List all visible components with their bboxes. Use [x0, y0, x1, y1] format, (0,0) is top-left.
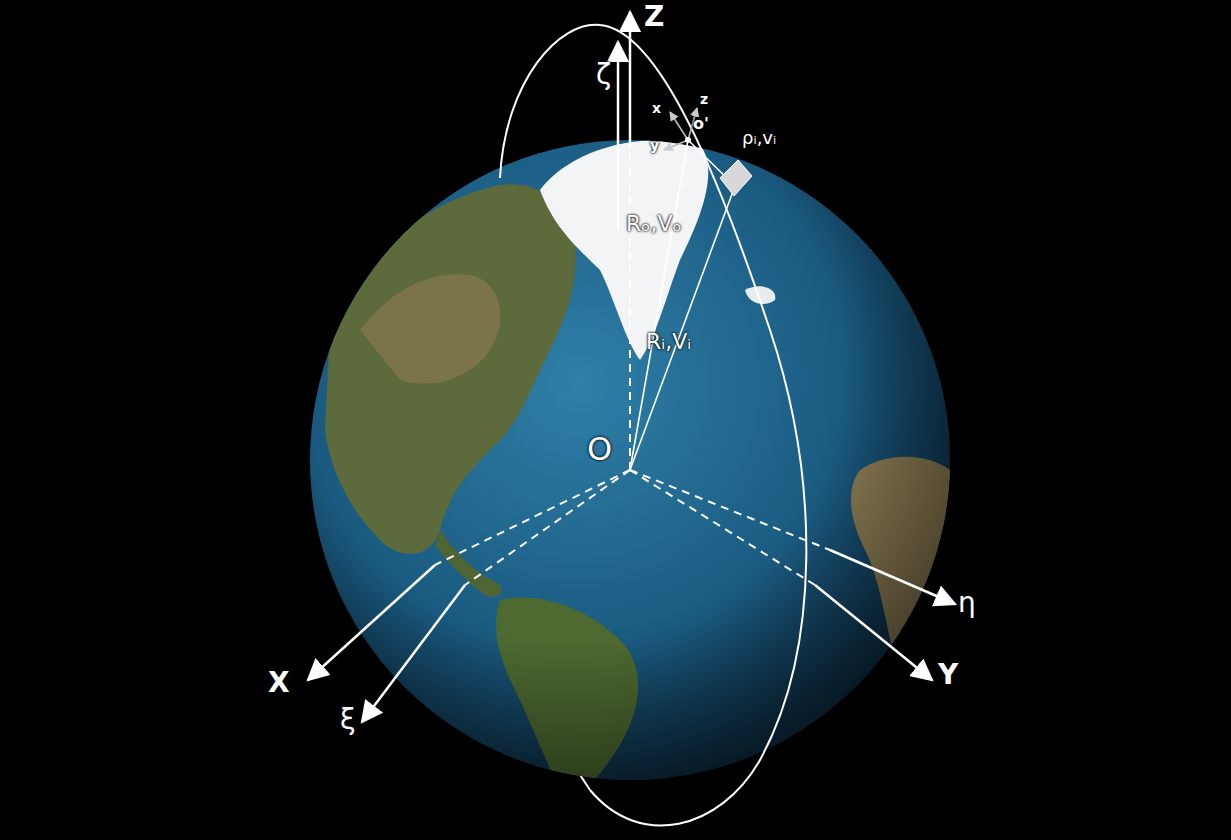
vector-label: ρᵢ,vᵢ [742, 128, 776, 148]
axis-label: ζ [596, 60, 611, 91]
object-plate [720, 160, 752, 196]
vector-label: Rₒ,Vₒ [626, 212, 682, 236]
axis-label: η [958, 588, 976, 619]
axis-label: ξ [340, 705, 356, 736]
frame-label: y [650, 138, 659, 153]
orbit [500, 25, 806, 826]
vector-label: Rᵢ,Vᵢ [646, 330, 691, 354]
axes [308, 12, 955, 722]
axis-label: Z [644, 2, 664, 33]
local-frame [664, 108, 697, 150]
origin-dot [685, 137, 691, 143]
axis-label: Y [938, 660, 958, 691]
earth-shade [310, 140, 950, 780]
axis-label: X [268, 668, 290, 699]
position-vectors [630, 140, 735, 470]
earth [310, 140, 950, 780]
origin-label: O [587, 432, 612, 467]
frame-label: z [700, 92, 708, 107]
origin-label: o' [693, 115, 709, 133]
frame-label: x [652, 101, 661, 116]
dashed-axes [435, 142, 830, 585]
